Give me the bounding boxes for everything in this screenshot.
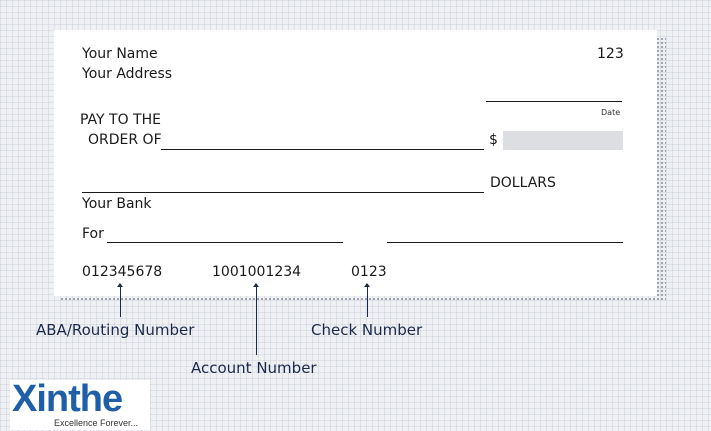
check-annotation: Check Number	[311, 321, 423, 339]
bank-name: Your Bank	[82, 196, 152, 212]
account-annotation: Account Number	[191, 359, 317, 377]
routing-number: 012345678	[82, 264, 163, 280]
account-pointer	[256, 287, 257, 355]
dollar-sign: $	[489, 132, 498, 148]
check: Your Name Your Address 123 Date PAY TO T…	[54, 30, 657, 296]
logo-tagline: Excellence Forever...	[54, 418, 139, 428]
routing-pointer	[120, 287, 121, 317]
payer-name: Your Name	[82, 46, 158, 62]
routing-annotation: ABA/Routing Number	[36, 321, 195, 339]
date-line	[486, 101, 622, 102]
signature-line	[387, 242, 623, 243]
check-number-top: 123	[597, 46, 624, 62]
check-number-micr: 0123	[351, 264, 387, 280]
account-number: 1001001234	[212, 264, 302, 280]
dollars-label: DOLLARS	[490, 175, 556, 191]
memo-line	[107, 242, 343, 243]
payee-line	[161, 149, 484, 150]
amount-box	[503, 131, 623, 150]
amount-words-line	[82, 192, 484, 193]
payer-address: Your Address	[82, 66, 173, 82]
date-label: Date	[601, 108, 621, 117]
pay-to-label-1: PAY TO THE	[80, 112, 161, 128]
pay-to-label-2: ORDER OF	[88, 132, 162, 148]
logo-wordmark: Xinthe	[12, 378, 123, 420]
for-label: For	[82, 226, 104, 242]
check-pointer	[367, 287, 368, 317]
xinthe-logo: Xinthe Excellence Forever...	[10, 378, 150, 430]
